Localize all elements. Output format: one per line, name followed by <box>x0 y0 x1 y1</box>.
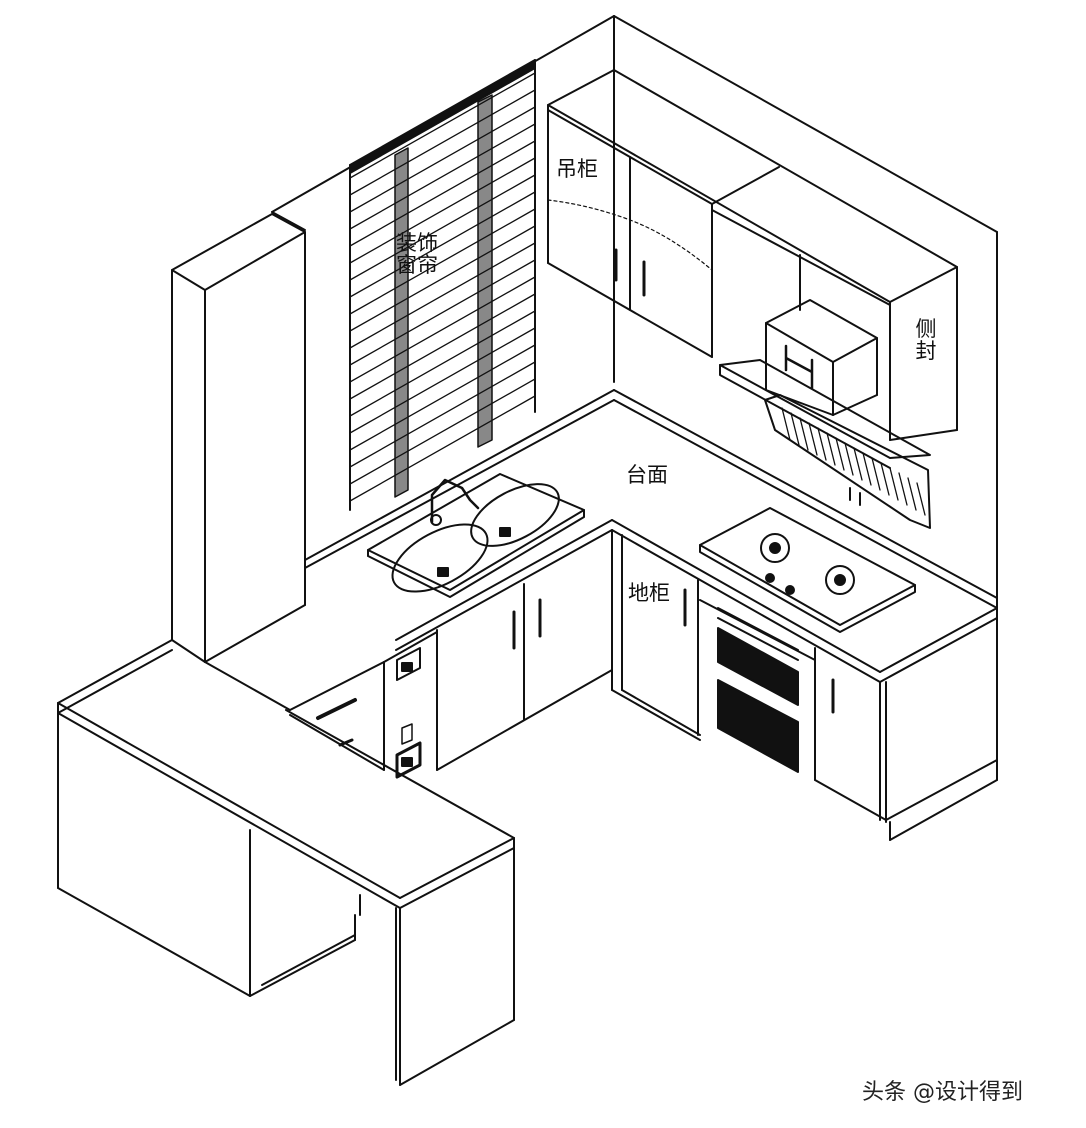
hood-vent-slat <box>844 442 854 476</box>
blind-slat <box>349 225 536 332</box>
hood-vent-slat <box>817 427 827 461</box>
label-base-cabinet: 地柜 <box>628 581 670 605</box>
blind-slat <box>349 395 536 502</box>
blind-slat <box>349 123 536 230</box>
blind-slat <box>349 72 536 179</box>
tall-cabinet <box>171 213 306 663</box>
blind-slat <box>349 174 536 281</box>
decorative-blind <box>349 59 536 511</box>
blind-slat <box>349 344 536 451</box>
hood-vent-slat <box>826 432 836 466</box>
wall-cabinets <box>547 69 958 441</box>
microwave-and-hood <box>719 299 931 529</box>
hood-vent-slat <box>916 482 926 516</box>
countertop <box>57 389 998 909</box>
stove <box>699 507 916 633</box>
blind-slat <box>349 310 536 417</box>
hood-vent-slat <box>898 472 908 506</box>
label-countertop: 台面 <box>626 463 668 487</box>
sink <box>367 473 585 598</box>
blind-slat <box>349 140 536 247</box>
blind-slat <box>349 89 536 196</box>
hood-vent-slat <box>907 477 917 511</box>
label-wall-cabinet: 吊柜 <box>556 157 598 181</box>
blind-slat <box>349 327 536 434</box>
hood-vent-slat <box>862 452 872 486</box>
blind-slat <box>349 157 536 264</box>
blind-slat <box>349 208 536 315</box>
hood-vent-slat <box>799 417 809 451</box>
blind-slat <box>349 259 536 366</box>
island-bar <box>57 631 515 1086</box>
hood-vent-slat <box>880 462 890 496</box>
base-cabinets <box>436 529 998 841</box>
blind-slat <box>349 378 536 485</box>
hood-vent-slat <box>853 447 863 481</box>
hood-vent-slat <box>790 412 800 446</box>
hood-vent-slat <box>871 457 881 491</box>
hood-vent-slat <box>781 407 791 441</box>
blind-slat <box>349 361 536 468</box>
oven <box>699 599 816 773</box>
blind-slat <box>349 276 536 383</box>
blind-slat <box>349 191 536 298</box>
label-side-panel: 侧封 <box>915 317 937 364</box>
hood-vent-slat <box>835 437 845 471</box>
watermark: 头条 @设计得到 <box>862 1080 1023 1105</box>
blind-slat <box>349 242 536 349</box>
blind-slat <box>349 106 536 213</box>
hood-vent-slat <box>889 467 899 501</box>
blind-slat <box>349 293 536 400</box>
hood-vent-slat <box>808 422 818 456</box>
label-decor-blind: 装饰窗帘 <box>396 231 438 278</box>
